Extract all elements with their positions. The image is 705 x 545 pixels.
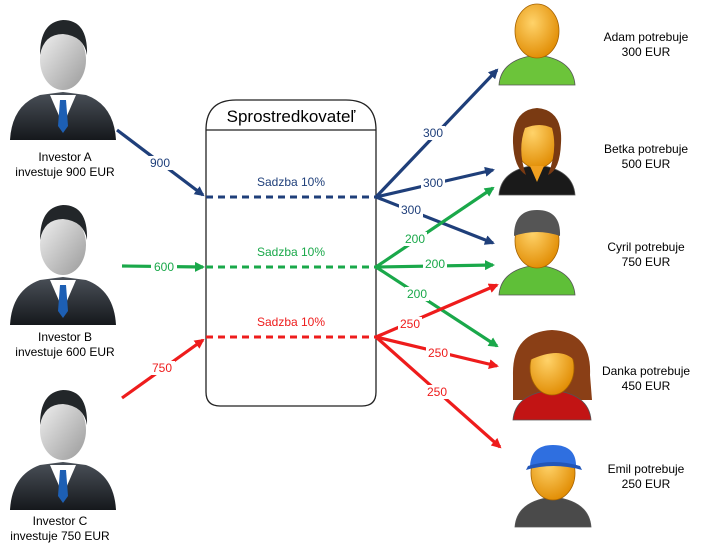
rate-label-1: Sadzba 10%: [257, 245, 325, 259]
borrower-betka-label: Betka potrebuje 500 EUR: [596, 142, 696, 172]
borrower-adam-amount: 300 EUR: [621, 45, 671, 59]
allocation-amount-6: 250: [400, 317, 420, 331]
investor-a-desc: investuje 900 EUR: [15, 165, 115, 179]
borrower-cyril-label: Cyril potrebuje 750 EUR: [596, 240, 696, 270]
intermediary-title: Sprostredkovateľ: [227, 107, 357, 126]
investor-b-name: Investor B: [37, 330, 93, 344]
investment-amount-2: 750: [152, 361, 172, 375]
borrower-danka-label: Danka potrebuje 450 EUR: [596, 364, 696, 394]
borrower-emil-icon: [514, 445, 592, 528]
investor-a-label: Investor A investuje 900 EUR: [10, 150, 120, 180]
businessman-icon: [10, 205, 116, 325]
allocation-amount-4: 200: [425, 257, 445, 271]
allocation-amount-5: 200: [407, 287, 427, 301]
borrower-cyril-amount: 750 EUR: [621, 255, 671, 269]
intermediary-box: Sprostredkovateľ: [205, 99, 377, 407]
borrower-adam-icon: [498, 3, 576, 86]
allocation-amount-0: 300: [423, 126, 443, 140]
borrower-cyril-icon: [498, 210, 576, 296]
allocation-amount-7: 250: [428, 346, 448, 360]
borrower-danka-icon: [512, 330, 592, 421]
borrower-betka-need: Betka potrebuje: [603, 142, 689, 156]
rate-label-0: Sadzba 10%: [257, 175, 325, 189]
allocation-arrow-5: [375, 265, 499, 348]
borrower-betka-icon: [498, 108, 576, 196]
allocation-amount-8: 250: [427, 385, 447, 399]
allocation-amount-2: 300: [401, 203, 421, 217]
allocation-arrow-3: [375, 186, 495, 269]
investor-c-desc: investuje 750 EUR: [10, 529, 110, 543]
investment-amount-1: 600: [154, 260, 174, 274]
borrower-betka-amount: 500 EUR: [621, 157, 671, 171]
borrower-danka-amount: 450 EUR: [621, 379, 671, 393]
investor-c-name: Investor C: [32, 514, 88, 528]
borrower-emil-need: Emil potrebuje: [607, 462, 685, 476]
allocation-amount-3: 200: [405, 232, 425, 246]
borrower-adam-label: Adam potrebuje 300 EUR: [596, 30, 696, 60]
borrower-emil-amount: 250 EUR: [621, 477, 671, 491]
borrower-danka-need: Danka potrebuje: [601, 364, 691, 378]
allocation-arrow-2: [375, 195, 495, 245]
investor-b-label: Investor B investuje 600 EUR: [10, 330, 120, 360]
rate-label-2: Sadzba 10%: [257, 315, 325, 329]
businessman-icon: [10, 390, 116, 510]
investor-a-name: Investor A: [38, 150, 92, 164]
allocation-arrow-6: [375, 283, 499, 339]
borrower-cyril-need: Cyril potrebuje: [607, 240, 685, 254]
borrower-adam-need: Adam potrebuje: [603, 30, 689, 44]
investor-c-label: Investor C investuje 750 EUR: [0, 514, 120, 544]
borrower-emil-label: Emil potrebuje 250 EUR: [596, 462, 696, 492]
allocation-amount-1: 300: [423, 176, 443, 190]
businessman-icon: [10, 20, 116, 140]
investment-amount-0: 900: [150, 156, 170, 170]
investor-b-desc: investuje 600 EUR: [15, 345, 115, 359]
